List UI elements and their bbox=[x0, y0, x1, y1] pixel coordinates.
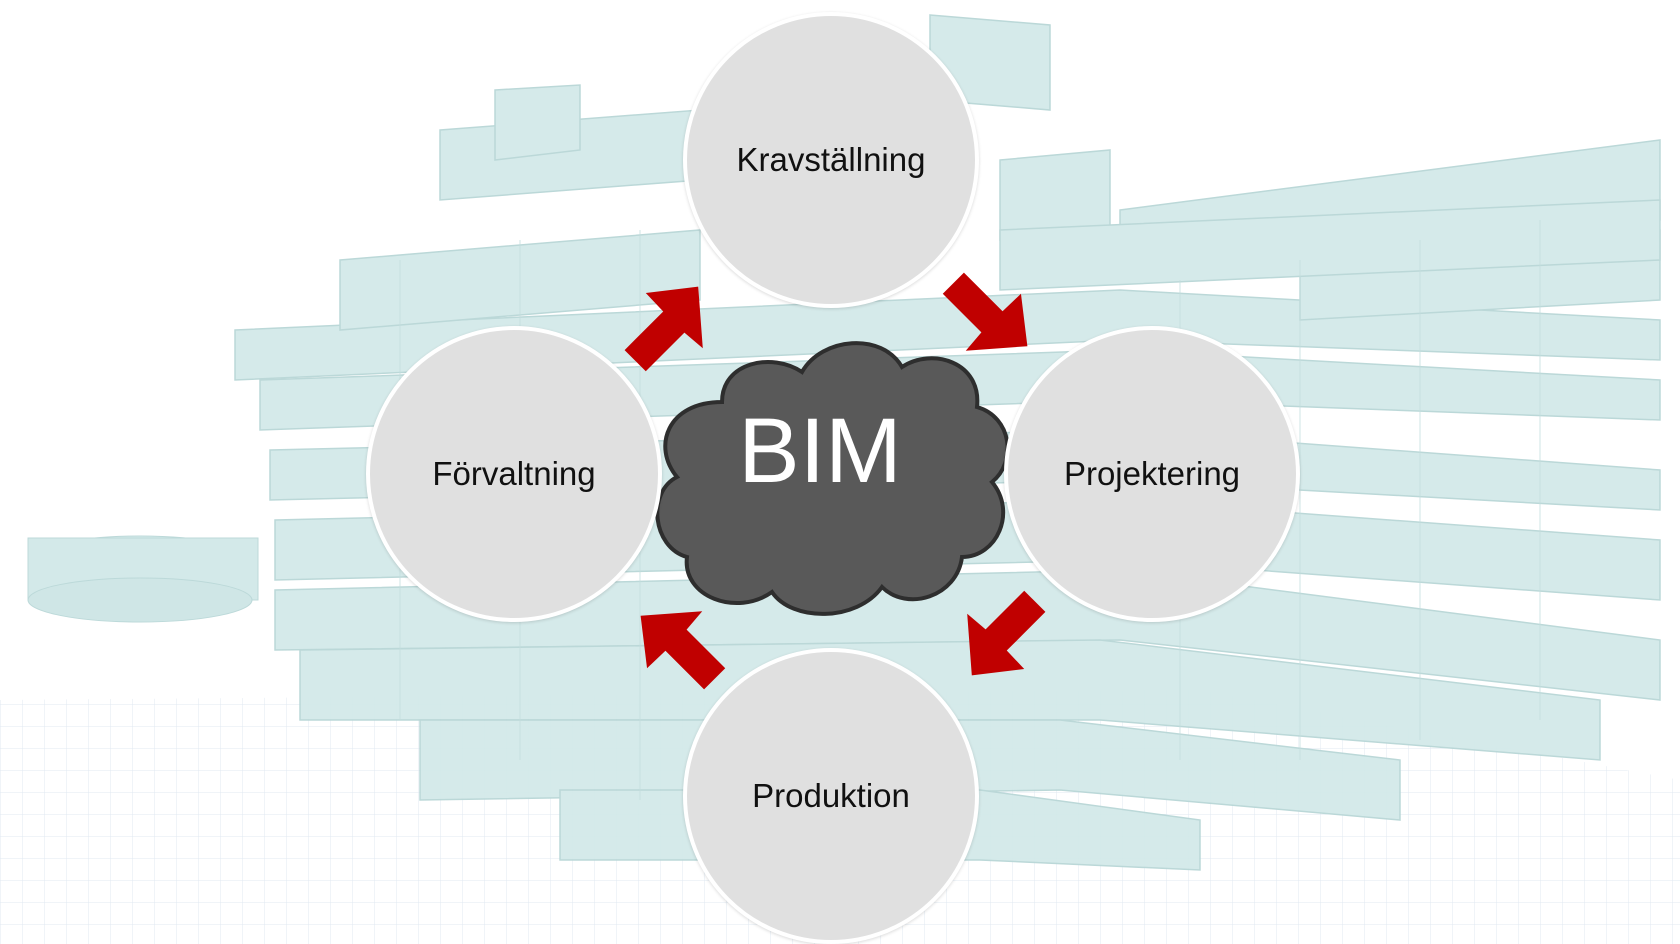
arrow-icon bbox=[942, 272, 1028, 351]
arrow-icon bbox=[967, 590, 1046, 676]
node-label: Produktion bbox=[752, 777, 910, 814]
node-forvaltning: Förvaltning bbox=[366, 326, 662, 622]
bim-cloud bbox=[655, 341, 1010, 616]
node-produktion: Produktion bbox=[683, 648, 979, 944]
arrow-icon bbox=[640, 611, 726, 690]
node-label: Kravställning bbox=[736, 141, 926, 178]
bim-label: BIM bbox=[738, 400, 902, 502]
node-label: Förvaltning bbox=[432, 455, 596, 492]
arrow-icon bbox=[624, 286, 703, 372]
node-label: Projektering bbox=[1063, 455, 1241, 492]
node-kravstallning: Kravställning bbox=[683, 12, 979, 308]
node-projektering: Projektering bbox=[1004, 326, 1300, 622]
